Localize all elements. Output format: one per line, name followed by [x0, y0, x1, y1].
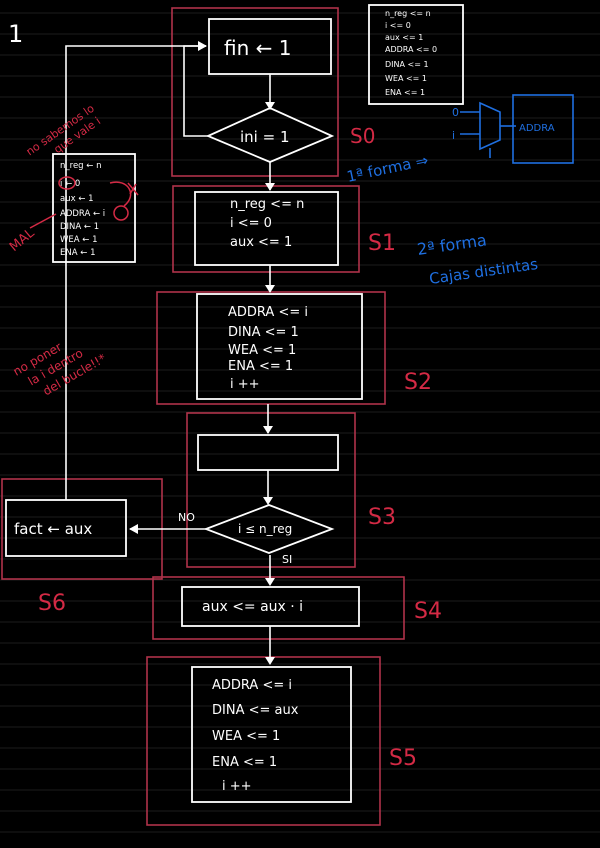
blue-mux-in1-label: i: [452, 129, 455, 142]
tr-line-1: n_reg <= n: [385, 9, 431, 18]
state-label-s5: S5: [389, 746, 417, 771]
note-mal: MAL: [7, 225, 38, 255]
arrowhead: [263, 426, 273, 434]
left-box: [52, 153, 136, 263]
arrowhead: [265, 285, 275, 293]
s5-line-2: DINA <= aux: [212, 703, 299, 718]
red-circle-addra-i: [113, 205, 129, 221]
state-label-s6: S6: [38, 591, 66, 616]
s5-line-5: i ++: [222, 779, 252, 794]
note-cajas-distintas: Cajas distintas: [428, 255, 539, 288]
blue-mux-in0-label: 0: [452, 106, 459, 119]
s2-line-4: ENA <= 1: [228, 359, 293, 374]
edge-fact-return: [65, 45, 206, 500]
state-label-s3: S3: [368, 505, 396, 530]
block-empty-s3: [197, 434, 339, 471]
state-frame-s3: [186, 412, 356, 568]
arrowheads: [129, 41, 275, 665]
page-number: 1: [8, 20, 23, 48]
lb-line-6: WEA ← 1: [60, 235, 98, 245]
block-s2: [196, 293, 363, 400]
s2-line-2: DINA <= 1: [228, 325, 299, 340]
red-circle-i: [58, 176, 76, 190]
red-link-curve: [109, 181, 132, 207]
s2-line-1: ADDRA <= i: [228, 305, 308, 320]
s5-line-1: ADDRA <= i: [212, 678, 292, 693]
tr-line-4: ADDRA <= 0: [385, 45, 437, 54]
ini-label: ini = 1: [240, 128, 290, 146]
arrowhead: [265, 657, 275, 665]
s1-line-2: i <= 0: [230, 216, 272, 231]
note-segunda-forma: 2ª forma: [416, 230, 488, 259]
s5-line-4: ENA <= 1: [212, 755, 277, 770]
s1-line-3: aux <= 1: [230, 235, 292, 250]
decision-ini: [205, 107, 335, 163]
block-fin: [208, 18, 332, 75]
arrowhead: [265, 183, 275, 191]
cond-no-label: NO: [178, 511, 195, 524]
state-label-s1: S1: [368, 231, 396, 256]
lb-line-3: aux ← 1: [60, 194, 94, 204]
block-s4: [181, 586, 360, 627]
lb-line-4: ADDRA ← i: [60, 209, 105, 219]
note-no-poner: no poner la i dentro del bucle!!*: [11, 340, 109, 399]
cond-si-label: SI: [282, 553, 292, 566]
s2-line-5: i ++: [230, 377, 260, 392]
top-right-box: [368, 4, 464, 105]
state-label-s0: S0: [350, 124, 375, 148]
red-star-mark: [127, 182, 139, 196]
block-s5: [191, 666, 352, 803]
fin-label: fin ← 1: [224, 36, 291, 60]
lb-line-2: i ← 0: [60, 179, 80, 189]
blue-diagram: [460, 94, 574, 164]
blocks: [5, 4, 464, 803]
arrowhead: [265, 102, 275, 110]
tr-line-3: aux <= 1: [385, 33, 423, 42]
edge-ini-loop: [183, 45, 208, 137]
blue-addra-box: [512, 94, 574, 164]
lb-line-1: n_reg ← n: [60, 161, 101, 171]
blue-mux: [479, 101, 501, 151]
s2-line-3: WEA <= 1: [228, 343, 296, 358]
notebook-ruling: [0, 12, 600, 833]
lb-line-5: DINA ← 1: [60, 222, 99, 232]
state-frame-s5: [146, 656, 381, 826]
tr-line-7: ENA <= 1: [385, 88, 425, 97]
state-label-s4: S4: [414, 599, 442, 624]
block-s1: [194, 191, 339, 266]
tr-line-2: i <= 0: [385, 21, 411, 30]
red-pointer: [29, 213, 57, 229]
state-frame-s4: [152, 576, 405, 640]
tr-line-6: WEA <= 1: [385, 74, 427, 83]
s1-line-1: n_reg <= n: [230, 197, 304, 212]
lb-line-7: ENA ← 1: [60, 248, 95, 258]
state-frame-s1: [172, 185, 360, 273]
state-frame-s0: [171, 7, 339, 177]
arrowhead: [198, 41, 207, 51]
fact-label: fact ← aux: [14, 520, 92, 538]
arrowhead: [265, 578, 275, 586]
blue-addra-label: ADDRA: [519, 123, 555, 134]
cond-label: i ≤ n_reg: [238, 522, 292, 536]
s5-line-3: WEA <= 1: [212, 729, 280, 744]
tr-line-5: DINA <= 1: [385, 60, 429, 69]
decision-cond: [203, 504, 335, 554]
block-fact: [5, 499, 127, 557]
state-frame-s2: [156, 291, 386, 405]
s4-label: aux <= aux · i: [202, 599, 303, 615]
state-label-s2: S2: [404, 370, 432, 395]
red-marks: [29, 176, 139, 229]
arrowhead: [129, 524, 138, 534]
arrowhead: [263, 497, 273, 505]
